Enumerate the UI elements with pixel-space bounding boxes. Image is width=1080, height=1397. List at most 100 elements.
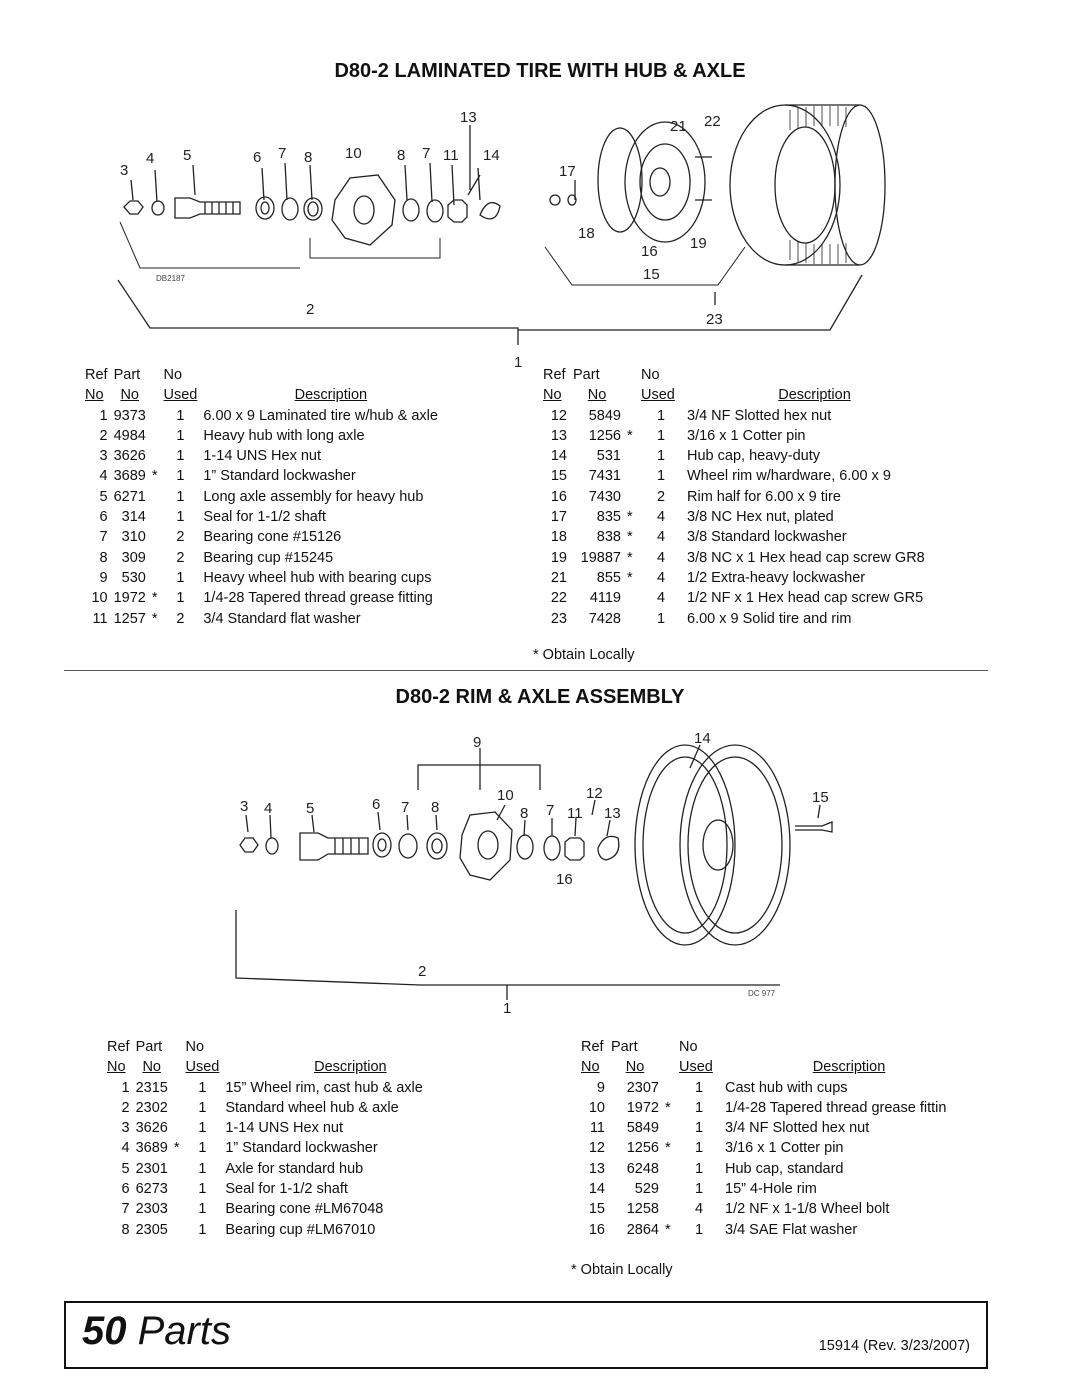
col-header: Part [135, 1039, 163, 1055]
page-heading: 50 Parts [82, 1309, 231, 1354]
callout-label: 4 [146, 150, 154, 167]
callout-label: 22 [704, 113, 721, 130]
col-header: Ref [107, 1039, 130, 1055]
col-header: Used [679, 1059, 713, 1076]
col-header: Used [185, 1059, 220, 1076]
callout-label: 14 [694, 730, 711, 747]
callout-label: 5 [306, 800, 314, 817]
col-header: No [107, 1059, 126, 1076]
callout-label: 8 [520, 805, 528, 822]
col-header: No [142, 1059, 161, 1076]
callout-label: 8 [431, 799, 439, 816]
col-header: Ref [581, 1039, 604, 1055]
callout-label: 3 [120, 162, 128, 179]
callout-label: 10 [345, 145, 362, 162]
callout-label: 8 [304, 149, 312, 166]
col-header: No [85, 387, 104, 404]
col-header: Description [778, 387, 851, 404]
callout-label: 6 [253, 149, 261, 166]
callout-label: 4 [264, 800, 272, 817]
callout-label: 10 [497, 787, 514, 804]
col-header: No [543, 387, 562, 404]
callout-label: 1 [503, 1000, 511, 1017]
col-header: Description [314, 1059, 387, 1076]
callout-label: 16 [556, 871, 573, 888]
col-header: Part [611, 1039, 638, 1055]
callout-label: 18 [578, 225, 595, 242]
section2-title: D80-2 RIM & AXLE ASSEMBLY [395, 686, 685, 708]
callout-label: 7 [422, 145, 430, 162]
col-header: Part [573, 367, 600, 383]
callout-label: 3 [240, 798, 248, 815]
callout-label: 13 [604, 805, 621, 822]
drawing-code: DB2187 [156, 274, 185, 283]
diagram2-callouts: 9 14 3 4 5 6 7 8 10 12 8 7 11 13 15 16 2… [240, 730, 829, 1017]
page-title: Parts [137, 1309, 231, 1353]
col-header: No [120, 387, 139, 404]
col-header: Ref [543, 367, 566, 383]
callout-label: 16 [641, 243, 658, 260]
col-header: No [587, 387, 607, 404]
col-header: No [679, 1039, 698, 1055]
col-header: No [581, 1059, 600, 1076]
col-header: No [163, 367, 183, 383]
document-revision: 15914 (Rev. 3/23/2007) [818, 1338, 970, 1354]
callout-label: 13 [460, 109, 477, 126]
callout-label: 2 [306, 301, 314, 318]
col-header: No [625, 1059, 645, 1076]
callout-label: 21 [670, 118, 687, 135]
callout-label: 15 [812, 789, 829, 806]
col-header: Part [113, 367, 141, 383]
callout-label: 19 [690, 235, 707, 252]
callout-label: 17 [559, 163, 576, 180]
callout-label: 12 [586, 785, 603, 802]
col-header: No [185, 1039, 205, 1055]
page-number: 50 [82, 1309, 127, 1353]
callout-label: 9 [473, 734, 481, 751]
callout-label: 14 [483, 147, 500, 164]
laminated-tire-exploded-diagram: 1 2 3 4 5 6 7 8 10 8 7 11 14 13 21 22 17… [117, 104, 886, 371]
callout-label: 11 [567, 805, 583, 822]
diagram1-callouts: 1 2 3 4 5 6 7 8 10 8 7 11 14 13 21 22 17… [120, 109, 723, 371]
callout-label: 1 [514, 354, 522, 371]
obtain-locally-note: * Obtain Locally [533, 647, 635, 663]
col-header: Description [294, 387, 368, 404]
section1-title: D80-2 LAMINATED TIRE WITH HUB & AXLE [334, 60, 746, 82]
col-header: Used [163, 387, 198, 404]
